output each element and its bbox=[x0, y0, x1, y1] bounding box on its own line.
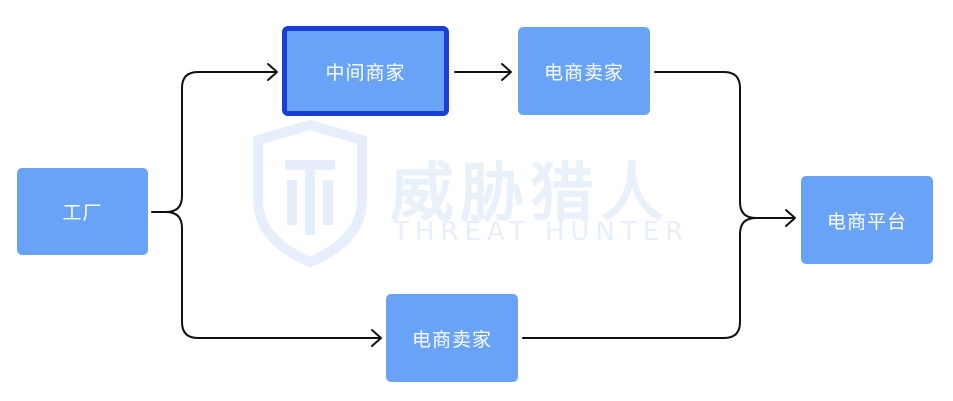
arrowhead-to-seller-top bbox=[501, 63, 512, 81]
seller-bottom-to-platform-connector bbox=[522, 217, 757, 339]
watermark-cn-text: 威胁猎人 bbox=[390, 157, 670, 231]
arrowhead-to-intermediary bbox=[267, 63, 278, 81]
node-factory[interactable]: 工厂 bbox=[17, 168, 148, 255]
node-seller-top[interactable]: 电商卖家 bbox=[518, 27, 650, 115]
node-seller-bottom[interactable]: 电商卖家 bbox=[386, 294, 518, 382]
node-seller-top-label: 电商卖家 bbox=[543, 61, 624, 84]
factory-brace-connector bbox=[151, 71, 277, 213]
node-platform[interactable]: 电商平台 bbox=[801, 176, 933, 264]
node-intermediary[interactable]: 中间商家 bbox=[282, 26, 449, 116]
node-intermediary-label: 中间商家 bbox=[325, 61, 406, 84]
node-factory-label: 工厂 bbox=[62, 202, 103, 224]
node-platform-label: 电商平台 bbox=[826, 210, 907, 233]
arrowhead-to-seller-bottom bbox=[371, 329, 382, 347]
watermark-en-text: THREAT HUNTER bbox=[393, 217, 690, 247]
arrowhead-to-platform bbox=[785, 209, 796, 227]
factory-lower-connector bbox=[165, 211, 381, 339]
seller-top-to-platform-connector bbox=[654, 71, 757, 219]
node-seller-bottom-label: 电商卖家 bbox=[411, 328, 492, 351]
watermark-shield-icon bbox=[253, 119, 367, 268]
